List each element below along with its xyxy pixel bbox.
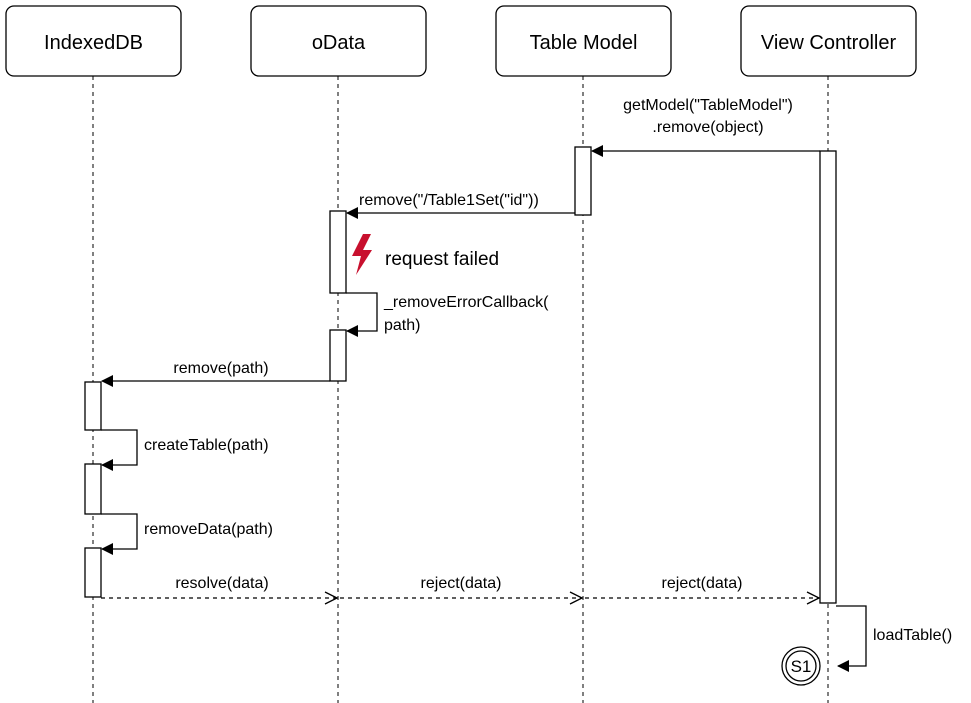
activation-indexeddb-2: [84, 463, 102, 515]
message-arrow-create-table: [101, 429, 138, 471]
activation-indexeddb-1: [84, 381, 102, 431]
request-failed-label: request failed: [385, 249, 499, 270]
participant-indexeddb-label: IndexedDB: [44, 32, 143, 54]
participant-indexeddb: IndexedDB: [5, 5, 182, 77]
return-label-resolve: resolve(data): [175, 575, 268, 592]
participant-table-model: Table Model: [495, 5, 672, 77]
lightning-icon: [352, 234, 372, 275]
message-label-create-table: createTable(path): [144, 437, 269, 454]
return-label-reject-1: reject(data): [421, 575, 502, 592]
message-label-remove-error-2: path): [384, 317, 420, 334]
message-label-remove-data: removeData(path): [144, 521, 273, 538]
participant-table-model-label: Table Model: [530, 32, 638, 54]
participant-view-controller: View Controller: [740, 5, 917, 77]
message-label-get-model-1: getModel("TableModel"): [623, 97, 793, 114]
state-marker-s1: S1: [781, 646, 821, 686]
activation-odata-2: [329, 329, 347, 382]
message-label-remove-path: remove(path): [173, 360, 268, 377]
activation-odata-1: [329, 210, 347, 294]
participant-odata-label: oData: [312, 32, 366, 54]
message-label-load-table: loadTable(): [873, 627, 952, 644]
message-label-remove-error-1: _removeErrorCallback(: [383, 294, 549, 311]
state-marker-label: S1: [791, 657, 812, 676]
message-label-remove-table: remove("/Table1Set("id")): [359, 192, 539, 209]
message-arrow-remove-data: [101, 513, 138, 555]
participant-odata: oData: [250, 5, 427, 77]
message-arrow-remove-error-callback: [346, 292, 378, 337]
message-arrow-load-table: [836, 605, 867, 672]
return-label-reject-2: reject(data): [662, 575, 743, 592]
activation-table-model: [574, 146, 592, 216]
participant-view-controller-label: View Controller: [761, 32, 897, 54]
message-label-get-model-2: .remove(object): [652, 119, 763, 136]
activation-indexeddb-3: [84, 547, 102, 598]
activation-view-controller: [819, 150, 837, 604]
